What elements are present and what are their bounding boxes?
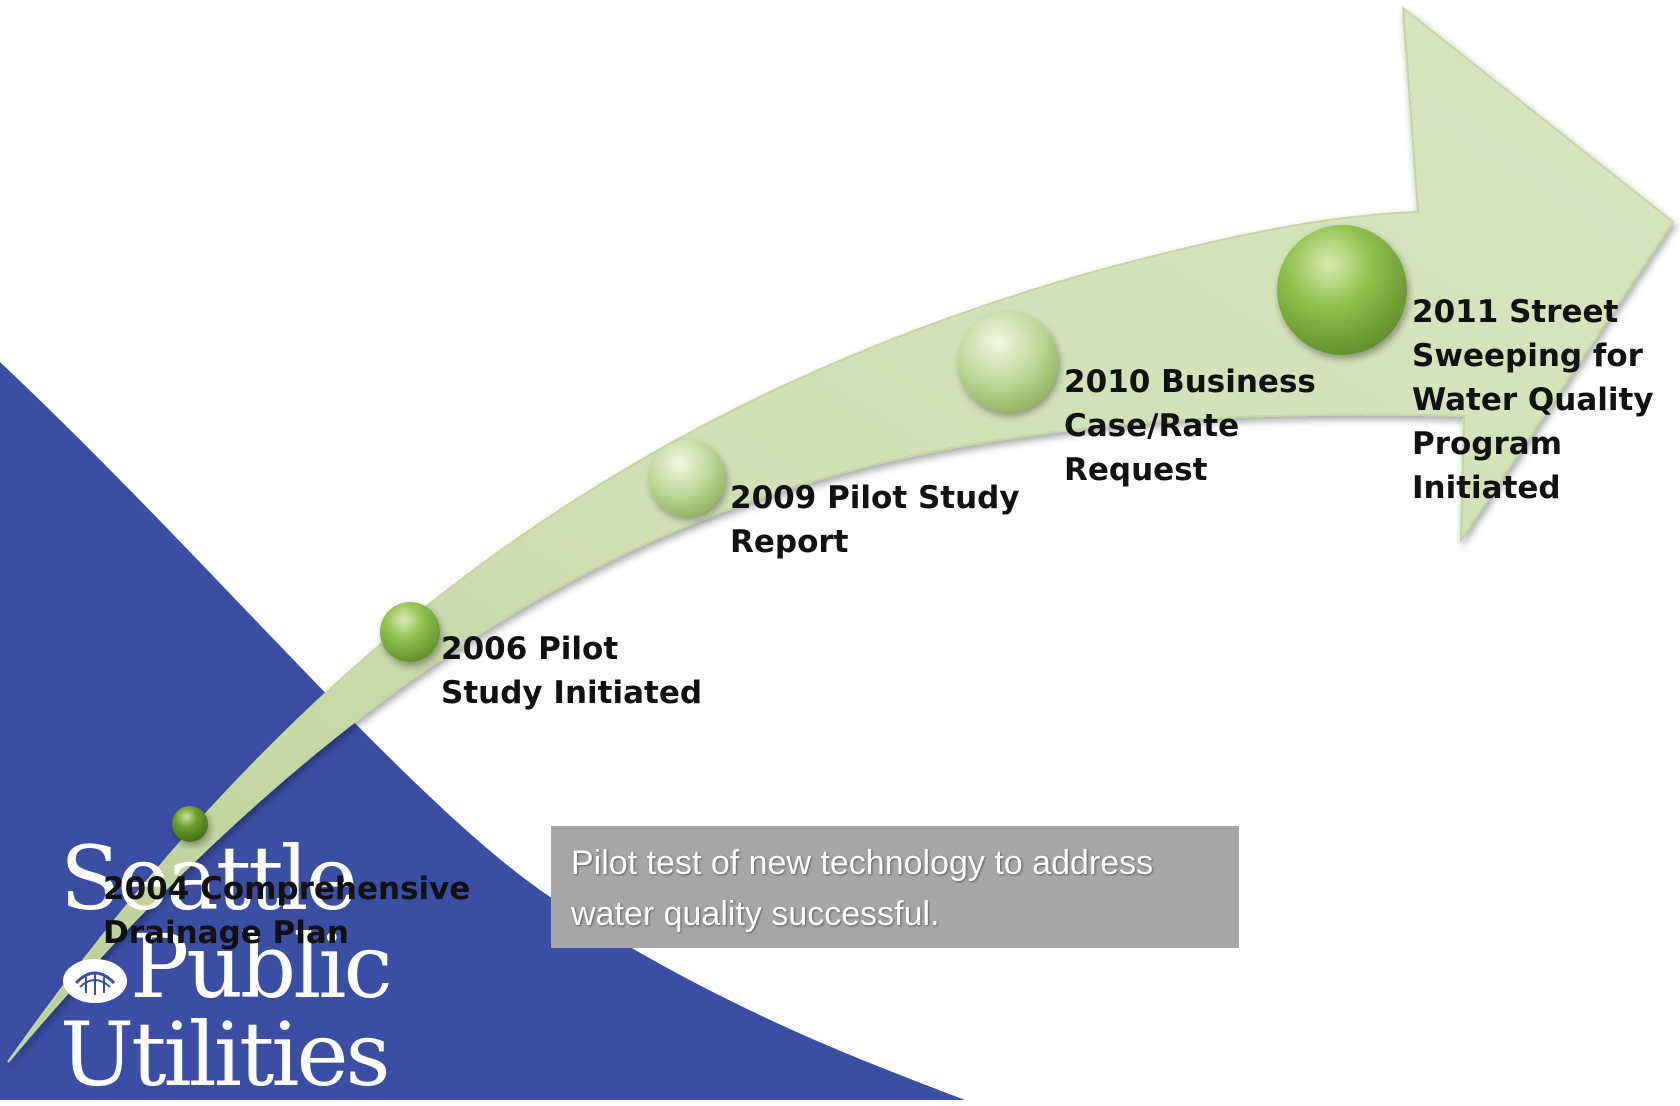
milestone-label-2006: 2006 Pilot Study Initiated <box>441 631 703 711</box>
timeline-nodes <box>172 225 1407 842</box>
growth-arrow-shape <box>7 5 1675 1063</box>
blue-swoosh-shape <box>0 362 965 1100</box>
milestone-label-2011: 2011 Street Sweeping for Water Quality P… <box>1412 294 1654 506</box>
node-2010 <box>958 312 1058 412</box>
callout-box: Pilot test of new technology to address … <box>551 826 1239 948</box>
callout-text: Pilot test of new technology to address … <box>571 844 1154 933</box>
node-2011 <box>1277 225 1407 355</box>
node-2004 <box>172 806 208 842</box>
seattle-public-utilities-logo: Seattle Public Utilities <box>60 835 400 1100</box>
node-2006 <box>380 602 440 662</box>
node-2009 <box>649 440 725 516</box>
milestone-label-2010: 2010 Business Case/Rate Request <box>1064 364 1316 488</box>
logo-word-public: Public <box>130 915 393 1018</box>
logo-word-seattle: Seattle <box>60 827 358 930</box>
water-drop-emblem-icon <box>63 959 127 1003</box>
logo-word-utilities: Utilities <box>60 1003 391 1106</box>
milestone-label-2004: 2004 Comprehensive Drainage Plan <box>103 871 471 951</box>
milestone-label-2009: 2009 Pilot Study Report <box>730 480 1020 560</box>
